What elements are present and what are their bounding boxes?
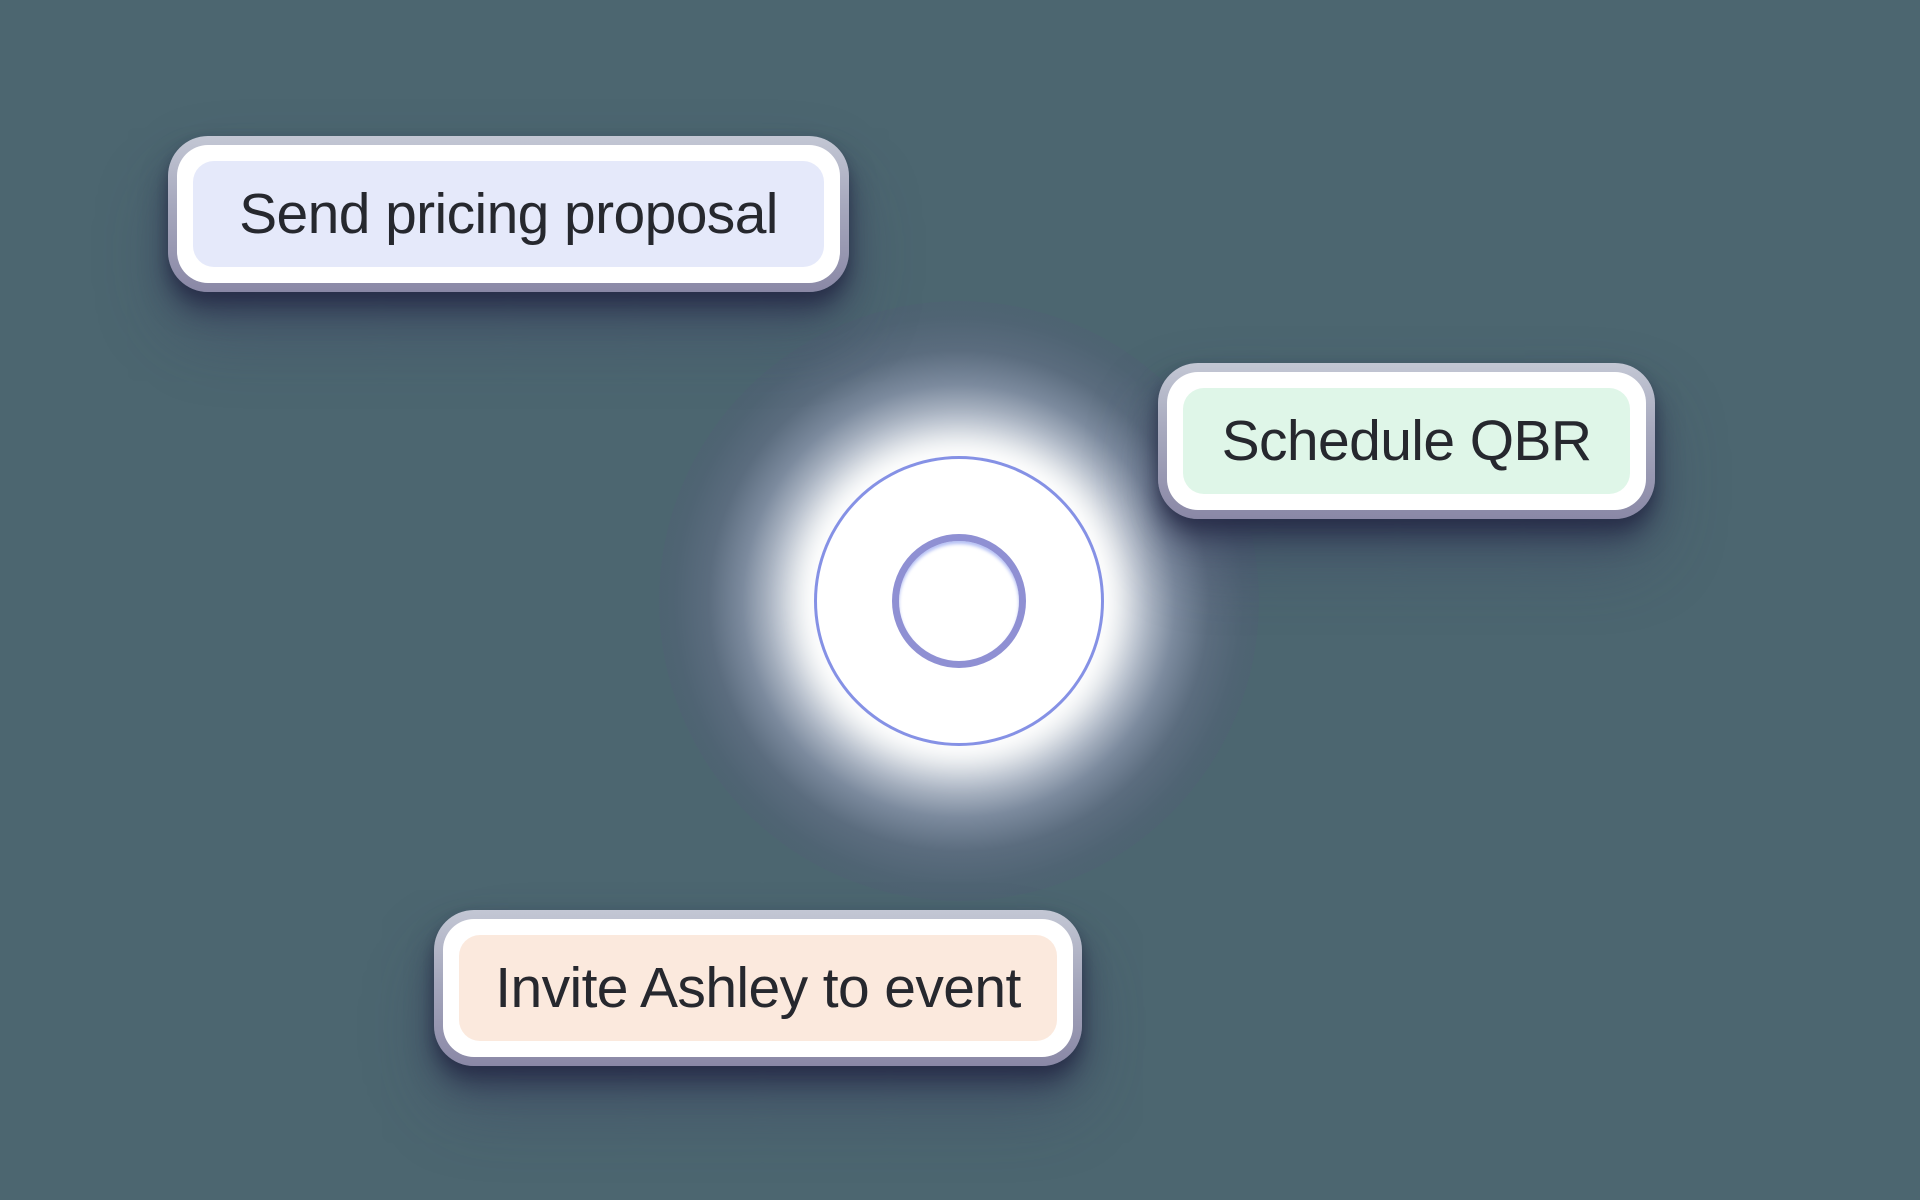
task-chip-border: Send pricing proposal [177, 145, 840, 283]
task-chip-border: Schedule QBR [1167, 372, 1646, 510]
task-chip-label: Send pricing proposal [193, 161, 824, 267]
orb-inner-ring-icon [892, 534, 1026, 668]
task-chip-send-pricing-proposal[interactable]: Send pricing proposal [168, 136, 849, 292]
task-chip-label: Invite Ashley to event [459, 935, 1057, 1041]
trigger-orb-button[interactable] [817, 459, 1101, 743]
task-chip-invite-ashley-to-event[interactable]: Invite Ashley to event [434, 910, 1082, 1066]
task-chip-border: Invite Ashley to event [443, 919, 1073, 1057]
task-chip-schedule-qbr[interactable]: Schedule QBR [1158, 363, 1655, 519]
task-chip-label: Schedule QBR [1183, 388, 1630, 494]
